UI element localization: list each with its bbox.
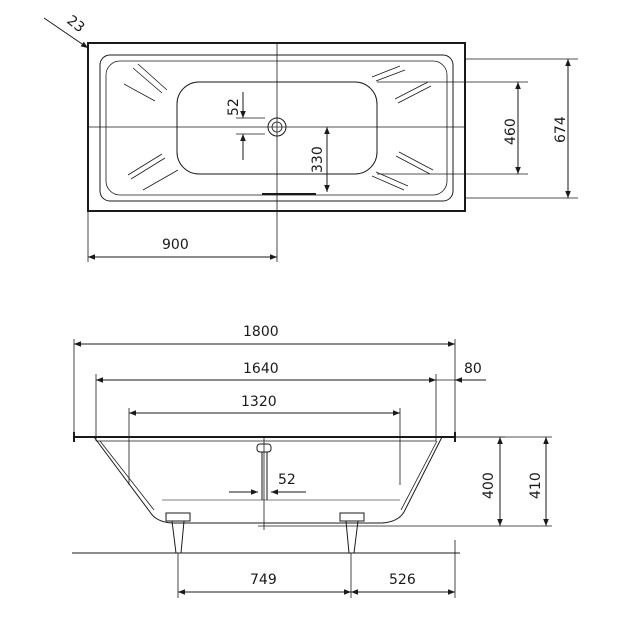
side-view-leg-right <box>339 512 365 554</box>
top-view-label-outer-width: 674 <box>553 116 569 143</box>
top-view-label-corner-radius: 23 <box>64 13 88 37</box>
side-view-label-inner-depth: 400 <box>481 472 497 499</box>
side-view-label-rim-width: 80 <box>464 361 482 377</box>
top-view-drain <box>267 117 287 137</box>
side-view-label-leg-spacing: 749 <box>250 572 277 588</box>
top-view-label-drain-offset: 52 <box>226 98 242 116</box>
side-view-label-overall-length: 1800 <box>243 324 279 340</box>
top-view-label-drain-to-edge: 330 <box>310 146 326 173</box>
side-view-tub-body <box>93 436 443 524</box>
top-view: 23 52 330 460 674 900 <box>43 13 578 262</box>
side-view-label-drain-offset: 52 <box>278 472 296 488</box>
side-view-label-overall-height: 410 <box>528 472 544 499</box>
side-view-label-bottom-length: 1320 <box>241 394 277 410</box>
side-view-label-rim-length: 1640 <box>243 361 279 377</box>
top-view-label-inner-width: 460 <box>503 118 519 145</box>
side-view: 52 1800 1640 80 1320 400 410 749 <box>72 324 552 598</box>
side-view-label-leg-to-end: 526 <box>389 572 416 588</box>
top-view-inner-rim <box>99 54 454 202</box>
side-view-drain <box>256 436 272 530</box>
top-view-label-half-length: 900 <box>162 237 189 253</box>
side-view-leg-left <box>165 512 191 554</box>
